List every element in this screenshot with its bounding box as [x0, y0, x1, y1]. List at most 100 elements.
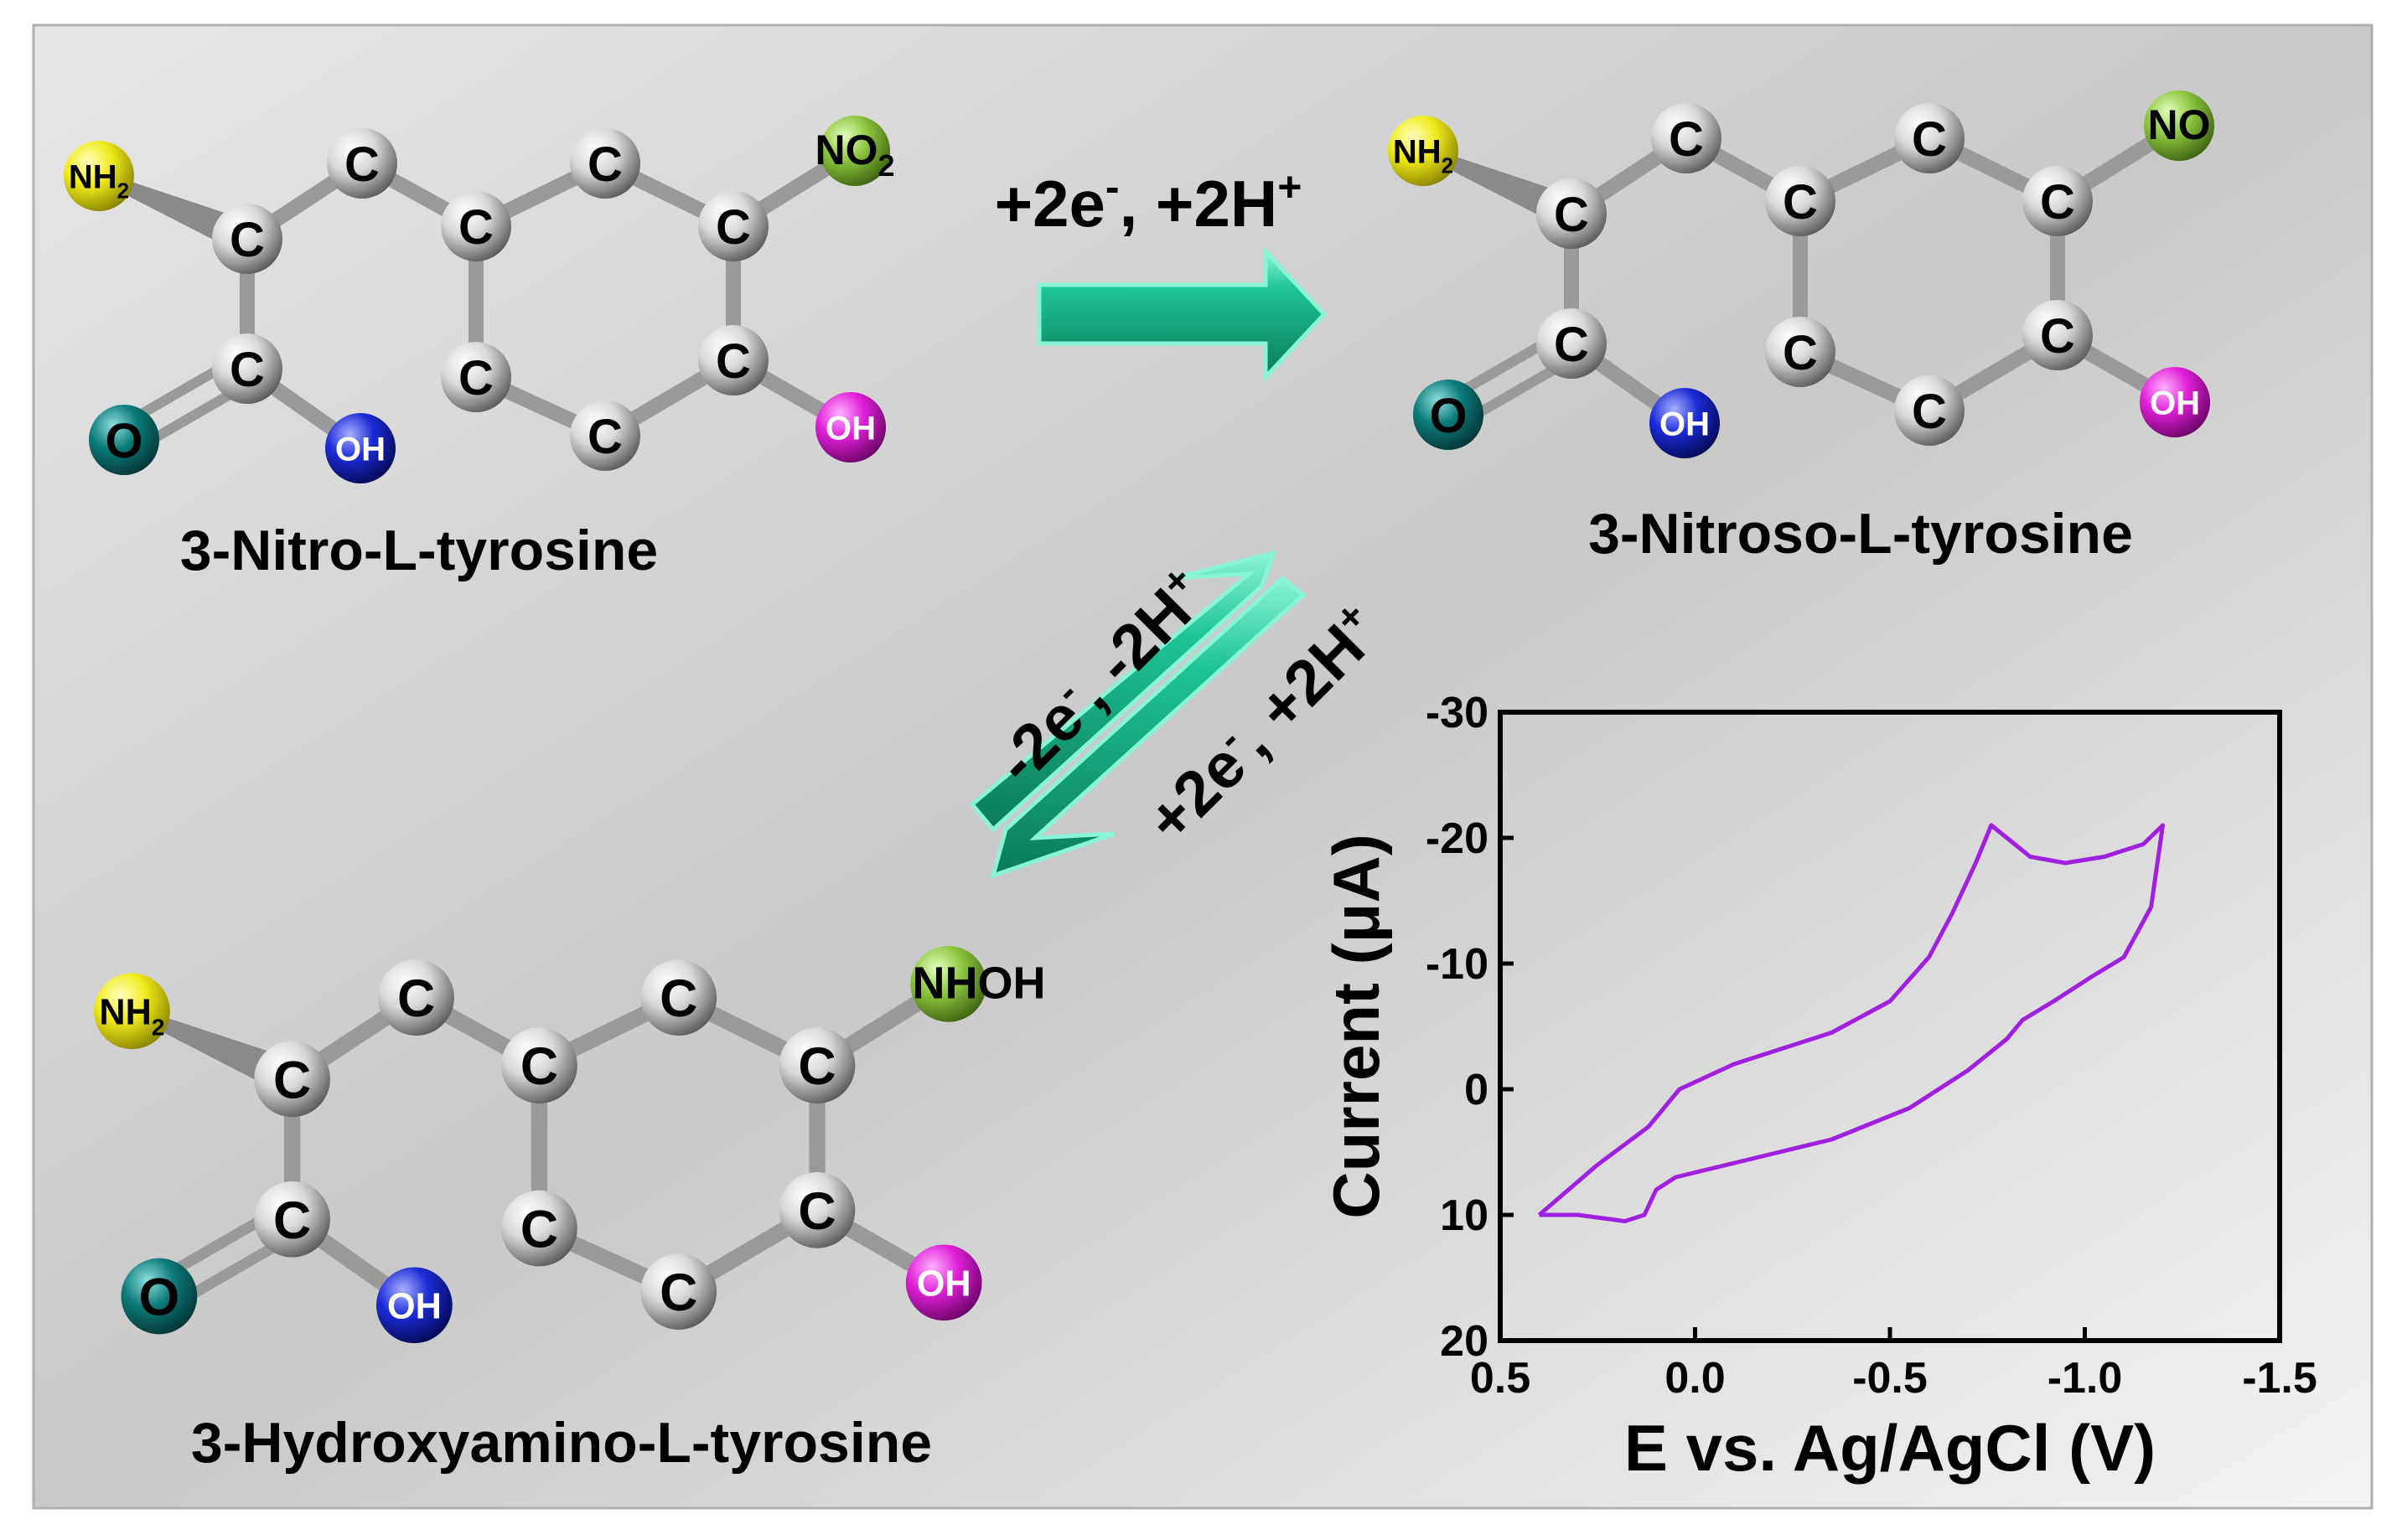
acid-hydroxyl-atom: [376, 1267, 453, 1344]
carbon-atom: [327, 128, 397, 199]
carbon-label: C: [520, 1037, 558, 1096]
carbon-label: C: [660, 969, 697, 1028]
arrow-shape-up: [969, 550, 1278, 833]
acid-hydroxyl-label: OH: [1659, 406, 1710, 442]
carbon-label: C: [458, 200, 494, 255]
substituent-atom: [2144, 90, 2214, 161]
carbon-atom: [2022, 300, 2093, 370]
phenol-hydroxyl-label: OH: [826, 410, 876, 447]
carbon-label: C: [716, 200, 751, 255]
acid-hydroxyl-label: OH: [387, 1286, 442, 1326]
reduction-arrow-top: [1037, 245, 1328, 383]
chart-xlabel: E vs. Ag/AgCl (V): [1624, 1411, 2156, 1485]
carbon-label: C: [344, 137, 380, 192]
carbon-atom: [2022, 166, 2093, 236]
carbon-label: C: [520, 1201, 558, 1259]
molecule-name: 3-Hydroxyamino-L-tyrosine: [191, 1411, 932, 1475]
carbon-atom: [501, 1027, 577, 1103]
substituent-label: NO2: [815, 127, 894, 183]
molecule-name: 3-Nitro-L-tyrosine: [180, 519, 658, 582]
arrow-shape: [1037, 245, 1328, 383]
carbon-label: C: [397, 969, 435, 1028]
phenol-hydroxyl-atom: [2140, 367, 2210, 437]
carbonyl-oxygen-atom: [1413, 380, 1483, 450]
carbon-atom: [254, 1181, 330, 1258]
chart-ylabel: Current (μA): [1319, 834, 1393, 1218]
carbon-label: C: [660, 1264, 697, 1322]
amine-atom: [94, 973, 170, 1050]
carbon-label: C: [588, 137, 623, 192]
carbon-atom: [1536, 308, 1607, 379]
carbon-atom: [698, 325, 769, 395]
carbon-label: C: [716, 334, 751, 389]
x-tick-label: 0.0: [1664, 1354, 1725, 1403]
y-tick-label: -30: [1426, 689, 1488, 737]
amine-atom: [1388, 116, 1458, 186]
carbon-label: C: [588, 410, 623, 464]
carbon-atom: [254, 1041, 330, 1118]
carbon-label: C: [798, 1037, 836, 1096]
x-tick-label: -1.5: [2242, 1354, 2317, 1403]
carbon-atom: [378, 959, 454, 1036]
amine-atom: [64, 141, 134, 211]
carbon-label: C: [1783, 326, 1818, 380]
molecule-name: 3-Nitroso-L-tyrosine: [1588, 502, 2133, 566]
carbon-atom: [1765, 166, 1835, 236]
phenol-hydroxyl-label: OH: [917, 1264, 971, 1304]
y-tick-label: -20: [1426, 814, 1488, 863]
carbon-label: C: [230, 213, 265, 267]
amine-label: NH2: [1393, 133, 1453, 178]
y-tick-label: 10: [1440, 1191, 1488, 1240]
x-tick-label: 0.5: [1470, 1354, 1530, 1403]
carbon-atom: [640, 959, 717, 1036]
amine-label: NH2: [69, 158, 129, 203]
carbon-label: C: [1912, 385, 1947, 439]
carbonyl-oxygen-atom: [121, 1258, 198, 1335]
wedge-bond: [1423, 146, 1571, 232]
oxidation-arrow: [969, 550, 1278, 833]
arrow-shape-down: [990, 575, 1307, 879]
acid-hydroxyl-atom: [1649, 388, 1720, 458]
carbon-label: C: [273, 1191, 311, 1250]
x-tick-label: -0.5: [1852, 1354, 1928, 1403]
acid-hydroxyl-label: OH: [335, 431, 386, 468]
carbon-label: C: [230, 343, 265, 397]
carbon-label: C: [798, 1182, 836, 1241]
carbon-atom: [441, 191, 511, 261]
carbon-label: C: [273, 1051, 311, 1109]
reduction-arrow: [990, 575, 1307, 879]
carbon-label: C: [1912, 112, 1947, 167]
phenol-hydroxyl-label: OH: [2150, 385, 2200, 421]
carbon-atom: [1765, 317, 1835, 387]
carbon-label: C: [1554, 188, 1589, 242]
acid-hydroxyl-atom: [325, 413, 396, 483]
reaction-label-top: +2e-, +2H+: [995, 163, 1302, 240]
carbon-atom: [698, 191, 769, 261]
carbon-atom: [501, 1190, 577, 1267]
y-tick-label: 0: [1464, 1066, 1488, 1114]
carbon-label: C: [458, 351, 494, 406]
substituent-atom: [910, 946, 986, 1022]
carbon-atom: [1536, 178, 1607, 249]
phenol-hydroxyl-atom: [905, 1244, 982, 1321]
substituent-label: NO: [2148, 101, 2211, 148]
carbonyl-oxygen-label: O: [1429, 389, 1467, 443]
y-tick-label: 20: [1440, 1317, 1488, 1366]
carbon-label: C: [1783, 175, 1818, 230]
carbon-atom: [1894, 103, 1965, 173]
carbon-atom: [779, 1027, 856, 1103]
carbon-atom: [1651, 103, 1721, 173]
carbon-atom: [570, 128, 640, 199]
substituent-atom: [820, 116, 890, 186]
carbon-atom: [212, 204, 282, 274]
carbon-label: C: [1554, 318, 1589, 372]
carbon-label: C: [2040, 309, 2075, 364]
carbon-atom: [441, 342, 511, 412]
